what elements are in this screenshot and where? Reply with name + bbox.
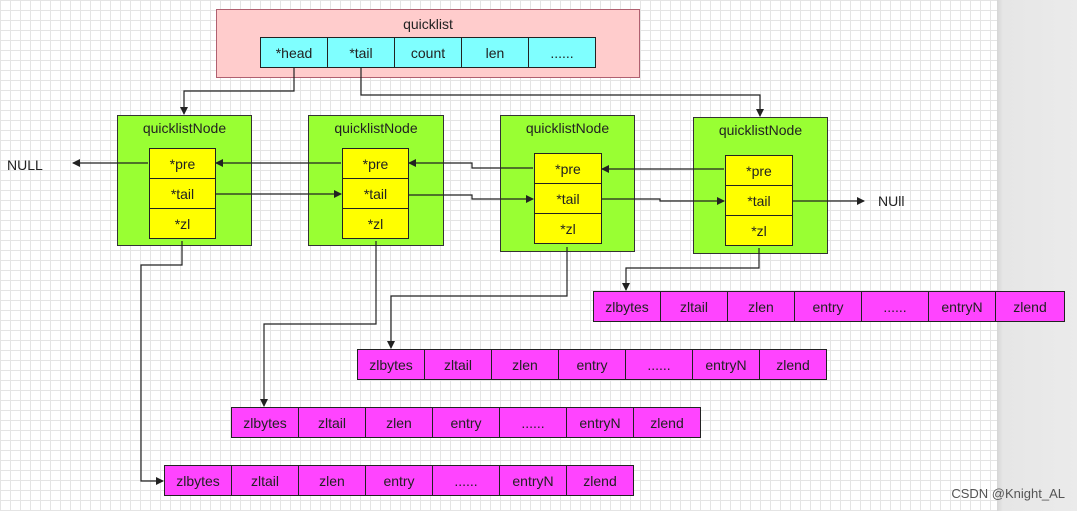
node-title: quicklistNode	[718, 122, 803, 138]
head-pointer-arrow	[180, 67, 295, 115]
pre-arrow-node3-node2	[408, 159, 533, 169]
ziplist-zlen-cell: zlen	[727, 291, 795, 322]
ziplist-1: zlbytes zltail zlen entry ...... entryN …	[164, 465, 634, 496]
ziplist-3: zlbytes zltail zlen entry ...... entryN …	[357, 349, 827, 380]
side-panel	[997, 0, 1077, 511]
quicklist-head-field: *head	[260, 37, 328, 68]
zl-arrow-node1	[140, 241, 183, 485]
ziplist-entryn-cell: entryN	[566, 407, 634, 438]
node-pre-field: *pre	[342, 148, 409, 179]
node-tail-field: *tail	[342, 178, 409, 209]
ziplist-entry-cell: entry	[558, 349, 626, 380]
quicklist-node-2: quicklistNode *pre *tail *zl	[308, 115, 444, 246]
ziplist-entry-cell: entry	[794, 291, 862, 322]
node-zl-field: *zl	[534, 213, 602, 244]
quicklist-node-4: quicklistNode *pre *tail *zl	[693, 117, 828, 254]
next-arrow-node3-node4	[602, 197, 725, 205]
ziplist-zlen-cell: zlen	[298, 465, 366, 496]
zl-arrow-node3	[387, 247, 568, 349]
quicklist-box: quicklist *head *tail count len ......	[216, 9, 640, 78]
ziplist-zlen-cell: zlen	[365, 407, 433, 438]
ziplist-entryn-cell: entryN	[499, 465, 567, 496]
ziplist-ellipsis-cell: ......	[861, 291, 929, 322]
node-title: quicklistNode	[334, 120, 418, 136]
null-right-label: NUll	[878, 193, 905, 209]
node-tail-field: *tail	[149, 178, 216, 209]
watermark: CSDN @Knight_AL	[951, 486, 1065, 501]
ziplist-zlbytes-cell: zlbytes	[231, 407, 299, 438]
ziplist-entry-cell: entry	[365, 465, 433, 496]
quicklist-fields: *head *tail count len ......	[260, 37, 596, 68]
zl-arrow-node2	[260, 241, 377, 407]
zl-arrow-node4	[622, 248, 760, 291]
quicklist-node-3: quicklistNode *pre *tail *zl	[500, 115, 635, 252]
null-left-label: NULL	[7, 157, 43, 173]
ziplist-zlend-cell: zlend	[995, 291, 1065, 322]
next-arrow-node2-node3	[409, 194, 534, 203]
tail-pointer-arrow	[360, 67, 764, 117]
node-zl-field: *zl	[725, 215, 793, 246]
node-title: quicklistNode	[142, 120, 227, 136]
quicklist-node-1: quicklistNode *pre *tail *zl	[117, 115, 252, 246]
ziplist-2: zlbytes zltail zlen entry ...... entryN …	[231, 407, 701, 438]
ziplist-4: zlbytes zltail zlen entry ...... entryN …	[593, 291, 1065, 322]
ziplist-zlbytes-cell: zlbytes	[164, 465, 232, 496]
ziplist-entryn-cell: entryN	[692, 349, 760, 380]
ziplist-zlen-cell: zlen	[491, 349, 559, 380]
node-zl-field: *zl	[342, 208, 409, 239]
ziplist-zltail-cell: zltail	[660, 291, 728, 322]
quicklist-more-field: ......	[528, 37, 596, 68]
diagram-canvas	[0, 0, 997, 511]
ziplist-ellipsis-cell: ......	[432, 465, 500, 496]
node-title: quicklistNode	[525, 120, 610, 136]
node-zl-field: *zl	[149, 208, 216, 239]
ziplist-zlend-cell: zlend	[759, 349, 827, 380]
ziplist-zlend-cell: zlend	[566, 465, 634, 496]
quicklist-len-field: len	[461, 37, 529, 68]
ziplist-zlend-cell: zlend	[633, 407, 701, 438]
node-pre-field: *pre	[149, 148, 216, 179]
ziplist-zltail-cell: zltail	[298, 407, 366, 438]
quicklist-title: quicklist	[403, 16, 453, 32]
ziplist-ellipsis-cell: ......	[499, 407, 567, 438]
ziplist-ellipsis-cell: ......	[625, 349, 693, 380]
